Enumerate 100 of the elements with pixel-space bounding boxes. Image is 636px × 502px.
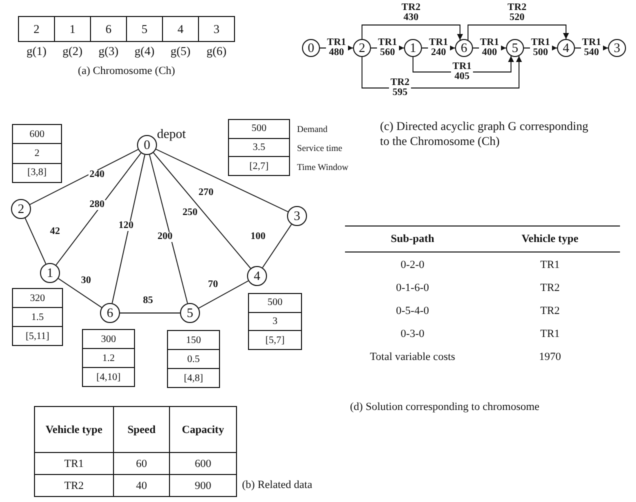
edge-label: 100	[250, 232, 266, 242]
node-circle	[404, 39, 422, 57]
table-text: TR2	[539, 304, 561, 318]
gene-cell: 6	[90, 16, 127, 42]
edge-label: 280	[88, 200, 106, 210]
node-number: 6	[106, 305, 114, 321]
data-value: 500	[266, 296, 284, 310]
edge-label: 42	[49, 227, 61, 237]
data-value: [4,8]	[168, 368, 219, 387]
edge-label: TR1 405	[451, 62, 473, 82]
gene-index: g(3)	[98, 43, 120, 60]
data-value: 150	[185, 334, 202, 348]
arrow	[362, 56, 522, 88]
edge-label: TR1 540	[580, 38, 602, 58]
table-text: TR1	[539, 258, 561, 272]
data-value: [5,7]	[249, 330, 301, 350]
table-text: 0-5-4-0	[395, 304, 430, 318]
node-circle	[455, 39, 473, 57]
table-text: TR1	[539, 326, 561, 342]
table-text: 0-2-0	[400, 258, 426, 272]
arrow	[412, 56, 514, 72]
data-value: [4,10]	[83, 367, 134, 386]
table-text: 1970	[538, 350, 562, 364]
table-cell: TR2	[34, 474, 114, 497]
node-circle	[353, 39, 371, 57]
connector-line	[198, 280, 249, 309]
column-header: Vehicle type	[520, 232, 580, 247]
gene-cell: 5	[126, 16, 163, 42]
edge-label: TR1 480	[326, 38, 348, 58]
gene-cell: 3	[198, 16, 235, 42]
edge-label: 70	[207, 280, 219, 290]
node-number: 1	[410, 40, 416, 56]
node-circle	[40, 263, 60, 283]
column-header: Capacity	[169, 406, 237, 453]
data-value: 320	[29, 292, 46, 306]
connector-line	[112, 154, 146, 304]
connector-line	[152, 152, 252, 269]
table-cell: 900	[169, 474, 237, 497]
connector-line	[262, 224, 292, 268]
arrow	[362, 24, 463, 40]
connector-line	[156, 148, 288, 212]
node-circle	[100, 303, 120, 323]
data-box	[12, 124, 62, 183]
node-circle	[287, 206, 307, 226]
connector-line	[120, 312, 180, 314]
node-circle	[247, 266, 267, 286]
caption: (b) Related data	[242, 478, 314, 493]
node-caption: depot	[157, 126, 186, 142]
caption: (c) Directed acyclic graph G corresponding to the Chromosome (Ch)	[380, 118, 590, 150]
edge-label: 270	[198, 188, 214, 198]
edge-label: TR2 430	[400, 3, 422, 23]
node-circle	[506, 39, 524, 57]
arrow	[574, 45, 608, 51]
table-text: 0-1-6-0	[395, 280, 430, 296]
edge-label: TR1 240	[428, 38, 450, 58]
data-box	[82, 329, 135, 387]
arrow	[370, 45, 404, 51]
data-value: 500	[250, 122, 268, 136]
data-box	[248, 293, 302, 350]
arrow	[468, 24, 569, 40]
edge-label: TR2 520	[506, 3, 528, 23]
node-number: 4	[562, 40, 570, 56]
data-box	[12, 288, 63, 346]
table-text: 0-3-0	[400, 326, 426, 342]
gene-index: g(6)	[206, 43, 228, 60]
data-value: 3.5	[229, 138, 289, 156]
node-number: 2	[358, 40, 366, 56]
data-value: 1.2	[83, 348, 134, 367]
connector-line	[58, 278, 102, 308]
node-number: 0	[308, 40, 314, 56]
node-circle	[557, 39, 575, 57]
data-value: [3,8]	[13, 162, 61, 182]
attribute-label: Time Window	[297, 160, 350, 174]
node-circle	[302, 39, 320, 57]
connector-line	[29, 149, 139, 205]
data-value: 300	[100, 332, 117, 346]
data-value: [5,11]	[13, 326, 62, 345]
caption: (a) Chromosome (Ch)	[76, 64, 176, 79]
node-number: 3	[294, 208, 300, 224]
node-number: 1	[46, 265, 54, 281]
data-value: 3	[249, 312, 301, 330]
gene-index: g(1)	[26, 43, 48, 60]
node-number: 4	[254, 268, 260, 284]
arrow	[524, 45, 558, 51]
node-number: 5	[512, 40, 518, 56]
data-value: 600	[28, 128, 46, 142]
node-circle	[180, 303, 200, 323]
connector-line	[24, 218, 46, 264]
edge-label: 30	[80, 276, 92, 286]
edge-label: TR1 400	[478, 38, 500, 58]
column-header: Vehicle type	[34, 406, 114, 453]
edge-label: 250	[182, 208, 198, 218]
edge-label: 200	[156, 232, 174, 242]
edge-label: 240	[88, 170, 106, 180]
edge-label: 85	[142, 296, 154, 306]
gene-index: g(2)	[62, 43, 84, 60]
node-circle	[608, 39, 626, 57]
attribute-label: Service time	[297, 142, 344, 154]
data-box	[167, 330, 220, 388]
data-box	[228, 119, 290, 176]
